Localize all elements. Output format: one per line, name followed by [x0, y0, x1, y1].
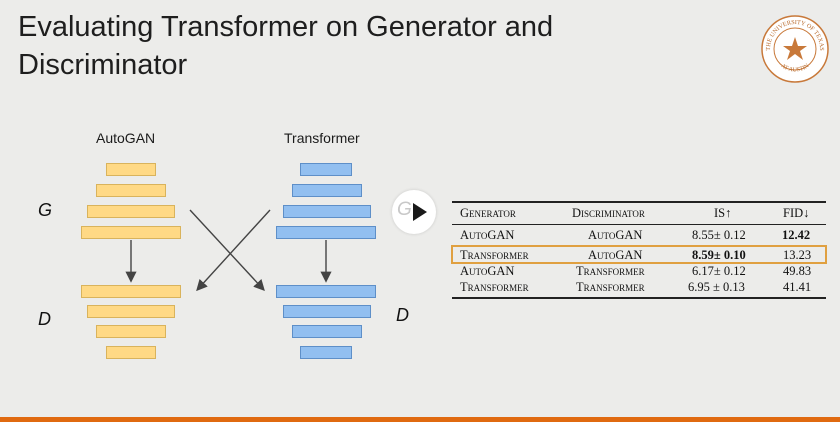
- header-is: IS↑: [714, 206, 732, 220]
- row3-fid: 49.83: [783, 264, 812, 278]
- row2-fid: 13.23: [783, 248, 812, 262]
- row3-is: 6.17± 0.12: [692, 264, 746, 278]
- row1-is: 8.55± 0.12: [692, 228, 746, 242]
- table-header-rule: [452, 224, 826, 225]
- results-table: Generator Discriminator IS↑ FID↓ AutoGAN…: [451, 201, 827, 299]
- transformer-generator-layer-1: [300, 163, 352, 176]
- row2-discriminator: AutoGAN: [588, 248, 643, 262]
- autogan-generator-layer-2: [96, 184, 166, 197]
- autogan-to-transformer-d-arrow: [189, 209, 265, 292]
- transformer-discriminator-layer-2: [283, 305, 371, 318]
- autogan-generator-layer-3: [87, 205, 175, 218]
- header-fid: FID↓: [783, 206, 810, 220]
- svg-text:AT AUSTIN: AT AUSTIN: [780, 63, 811, 74]
- transformer-discriminator-layer-4: [300, 346, 352, 359]
- university-seal-logo: THE UNIVERSITY OF TEXAS AT AUSTIN: [761, 15, 829, 83]
- autogan-column-label: AutoGAN: [96, 130, 156, 146]
- row1-fid: 12.42: [782, 228, 811, 242]
- play-icon[interactable]: [413, 203, 427, 221]
- row2-is: 8.59± 0.10: [692, 248, 746, 262]
- transformer-generator-layer-4: [276, 226, 376, 239]
- bottom-accent-bar: [0, 417, 840, 422]
- transformer-discriminator-layer-3: [292, 325, 362, 338]
- transformer-discriminator-layer-1: [276, 285, 376, 298]
- autogan-discriminator-layer-4: [106, 346, 156, 359]
- header-discriminator: Discriminator: [572, 206, 645, 220]
- autogan-generator-layer-1: [106, 163, 156, 176]
- play-overlay-letter: G: [397, 199, 412, 220]
- row4-fid: 41.41: [783, 280, 812, 294]
- header-generator: Generator: [460, 206, 516, 220]
- transformer-column-label: Transformer: [284, 130, 360, 146]
- autogan-generator-layer-4: [81, 226, 181, 239]
- transformer-generator-layer-2: [292, 184, 362, 197]
- highlight-box: [451, 245, 827, 264]
- discriminator-label-left: D: [38, 309, 51, 329]
- table-top-rule: [452, 201, 826, 203]
- autogan-discriminator-layer-1: [81, 285, 181, 298]
- seal-bottom-text: AT AUSTIN: [780, 63, 811, 74]
- row3-generator: AutoGAN: [460, 264, 515, 278]
- transformer-to-autogan-d-arrow: [196, 209, 271, 292]
- autogan-discriminator-layer-2: [87, 305, 175, 318]
- transformer-generator-layer-3: [283, 205, 371, 218]
- autogan-discriminator-layer-3: [96, 325, 166, 338]
- row3-discriminator: Transformer: [576, 264, 645, 278]
- row1-generator: AutoGAN: [460, 228, 515, 242]
- table-bottom-rule: [452, 297, 826, 299]
- row4-is: 6.95 ± 0.13: [688, 280, 745, 294]
- generator-label: G: [38, 200, 53, 220]
- row2-generator: Transformer: [460, 248, 529, 262]
- slide-title: Evaluating Transformer on Generator and …: [18, 11, 554, 81]
- row4-generator: Transformer: [460, 280, 529, 294]
- row4-discriminator: Transformer: [576, 280, 645, 294]
- row1-discriminator: AutoGAN: [588, 228, 643, 242]
- discriminator-label-right: D: [396, 305, 409, 325]
